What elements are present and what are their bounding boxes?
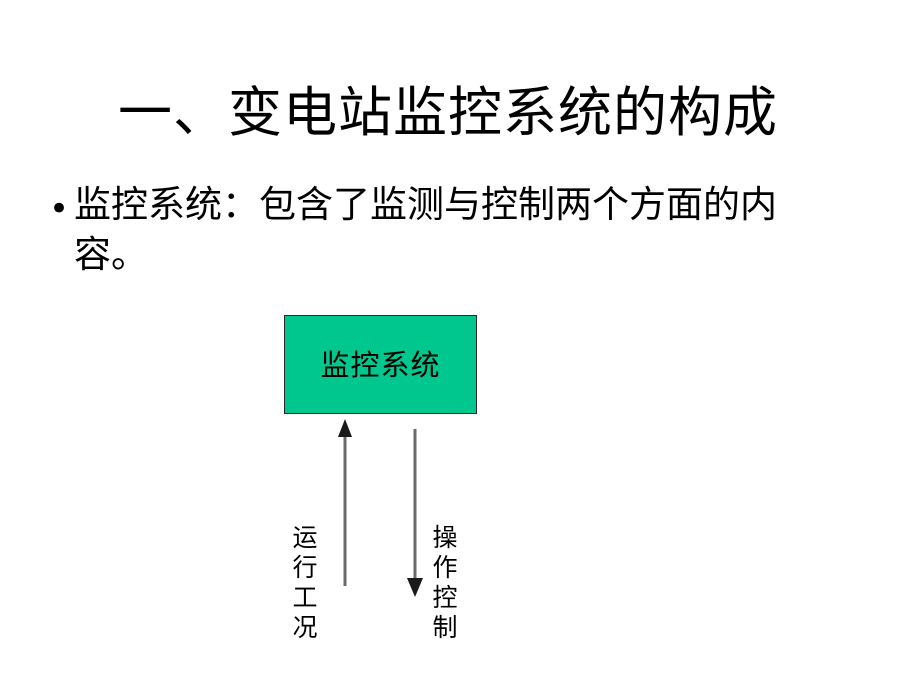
up-arrow-icon — [338, 419, 352, 586]
down-arrow-icon — [407, 429, 423, 597]
up-arrow-label: 运行工况 — [289, 524, 318, 644]
slide-title: 一、变电站监控系统的构成 — [118, 81, 778, 144]
bullet-list: • 监控系统：包含了监测与控制两个方面的内容。 — [44, 180, 834, 280]
bullet-text: 监控系统：包含了监测与控制两个方面的内容。 — [74, 183, 777, 276]
monitoring-system-box-label: 监控系统 — [320, 347, 441, 382]
monitoring-system-box: 监控系统 — [284, 315, 477, 414]
down-arrow-label: 操作控制 — [429, 524, 458, 644]
bullet-marker-icon: • — [48, 189, 70, 229]
